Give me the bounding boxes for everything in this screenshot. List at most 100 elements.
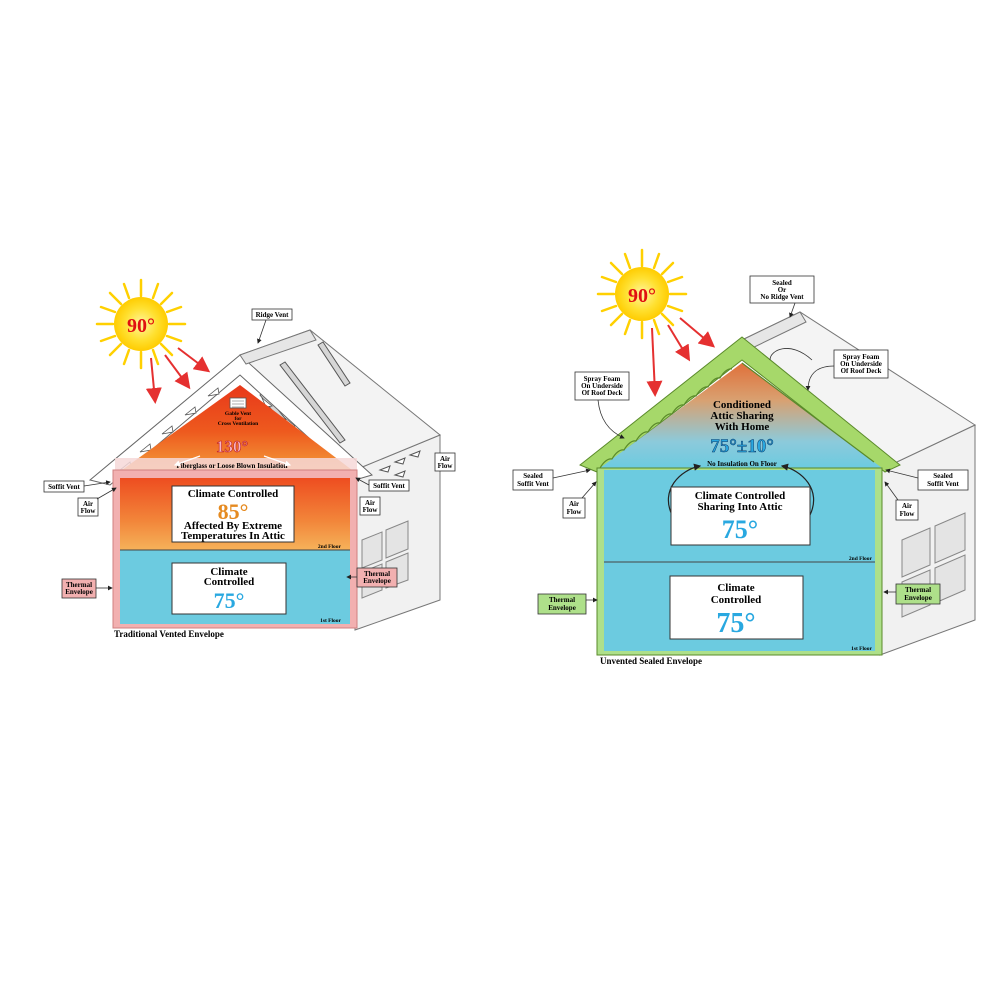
left-thermal-left2: Envelope (65, 588, 93, 596)
left-caption: Traditional Vented Envelope (114, 629, 224, 639)
right-share-arrow-right (780, 463, 815, 516)
right-sun-temp: 90° (628, 285, 656, 307)
left-ridge-vent: Ridge Vent (256, 311, 290, 319)
left-lower-card (171, 562, 287, 615)
left-roof-air-arrows (378, 450, 421, 478)
right-spray-right-box (833, 349, 889, 379)
left-thermal-left-box (61, 578, 97, 599)
left-floor1: 1st Floor (320, 618, 341, 624)
right-upper-card (670, 486, 811, 546)
left-airflow-right-box (359, 496, 381, 516)
left-attic-temp: 130° (216, 437, 248, 456)
right-attic (600, 363, 882, 468)
left-thermal-right-box (356, 567, 398, 588)
left-thermal-right1: Thermal (364, 570, 390, 578)
right-upper-title2: Sharing Into Attic (698, 501, 783, 513)
left-lower-title1: Climate (210, 566, 247, 578)
right-lower-title1: Climate (717, 582, 754, 594)
right-sealed-right1: Sealed (933, 472, 953, 480)
right-thermal-right2: Envelope (904, 594, 932, 602)
right-thermal-left2: Envelope (548, 604, 576, 612)
left-airflow-roof-box (434, 452, 456, 472)
right-spray-left2: On Underside (581, 382, 623, 390)
left-sun-temp: 90° (127, 315, 155, 337)
left-upper-card (171, 485, 295, 543)
left-soffit-right-box (368, 479, 410, 492)
right-sun: 90° (596, 248, 688, 340)
right-ridge2: Or (778, 286, 787, 294)
left-lower-title2: Controlled (204, 576, 255, 588)
left-sun: 90° (95, 278, 187, 370)
right-spray-right3: Of Roof Deck (841, 367, 882, 375)
right-lower-card (669, 575, 804, 640)
right-upper-temp: 75° (722, 515, 758, 544)
right-sealed-left2: Soffit Vent (517, 480, 549, 488)
left-insulation-label: Fiberglass or Loose Blown Insulation (176, 462, 287, 470)
left-gable-vent (229, 397, 247, 409)
right-sealed-left1: Sealed (523, 472, 543, 480)
right-no-insulation: No Insulation On Floor (707, 460, 777, 468)
right-foam-scallop (599, 362, 875, 469)
left-soffit-left: Soffit Vent (48, 483, 80, 491)
right-lower-title2: Controlled (711, 594, 762, 606)
right-attic-temp: 75°±10° (710, 436, 774, 457)
left-airflow-left1: Air (83, 500, 93, 508)
right-caption: Unvented Sealed Envelope (600, 656, 702, 666)
right-spray-left1: Spray Foam (584, 375, 621, 383)
right-sealed-right2: Soffit Vent (927, 480, 959, 488)
right-spray-right2: On Underside (840, 360, 882, 368)
right-ridge-box (749, 275, 815, 304)
right-upper-title1: Climate Controlled (695, 490, 786, 502)
right-airflow-left1: Air (569, 500, 579, 508)
right-spray-right1: Spray Foam (843, 353, 880, 361)
left-upper-note1: Affected By Extreme (184, 520, 282, 532)
right-airflow-left2: Flow (567, 508, 583, 516)
right-thermal-left-box (537, 593, 587, 615)
right-airflow-right1: Air (902, 502, 912, 510)
right-house: Conditioned Attic Sharing With Home 75°±… (512, 248, 977, 666)
left-ridge-vent-box (251, 308, 293, 321)
right-airflow-right-box (895, 499, 919, 521)
left-gable-vent-label2: for (234, 416, 242, 422)
left-airflow-roof1: Air (440, 455, 450, 463)
left-attic (122, 385, 352, 470)
left-soffit-right: Soffit Vent (373, 482, 405, 490)
right-side-window (901, 512, 966, 618)
right-ridge3: No Ridge Vent (760, 293, 804, 301)
left-floor2: 2nd Floor (318, 544, 342, 550)
right-spray-left3: Of Roof Deck (582, 389, 623, 397)
right-attic-label3: With Home (715, 421, 770, 433)
right-thermal-left1: Thermal (549, 596, 575, 604)
left-upper-temp: 85° (218, 499, 249, 524)
right-floor2: 2nd Floor (849, 556, 873, 562)
left-house: Gable Vent for Cross Ventilation 130° Fi… (43, 278, 456, 639)
left-lower-temp: 75° (214, 588, 245, 613)
left-upper-note2: Temperatures In Attic (181, 530, 285, 542)
left-thermal-right2: Envelope (363, 577, 391, 585)
left-sun-rays-arrows (145, 347, 211, 404)
right-attic-label2: Attic Sharing (710, 410, 774, 422)
right-thermal-right1: Thermal (905, 586, 931, 594)
left-airflow-right1: Air (365, 499, 375, 507)
right-sun-rays-arrows (646, 317, 716, 397)
right-thermal-right-box (895, 583, 941, 605)
left-soffit-left-box (43, 480, 85, 493)
right-spray-left-box (574, 371, 630, 401)
right-attic-label1: Conditioned (713, 399, 771, 411)
left-airflow-right2: Flow (363, 506, 379, 514)
left-upper-title: Climate Controlled (188, 488, 279, 500)
right-share-arrow-left (667, 463, 702, 516)
right-ridge1: Sealed (772, 279, 792, 287)
right-floor1: 1st Floor (851, 646, 872, 652)
right-airflow-right2: Flow (900, 510, 916, 518)
left-airflow-left-box (77, 497, 99, 517)
left-gable-vent-label: Gable Vent (225, 411, 251, 417)
right-lower-temp: 75° (716, 608, 755, 639)
right-airflow-left-box (562, 497, 586, 519)
left-airflow-roof2: Flow (438, 462, 454, 470)
right-sealed-right-box (917, 469, 969, 491)
left-gable-vent-label3: Cross Ventilation (218, 421, 258, 427)
right-sealed-left-box (512, 469, 554, 491)
left-roof-top (239, 329, 317, 365)
